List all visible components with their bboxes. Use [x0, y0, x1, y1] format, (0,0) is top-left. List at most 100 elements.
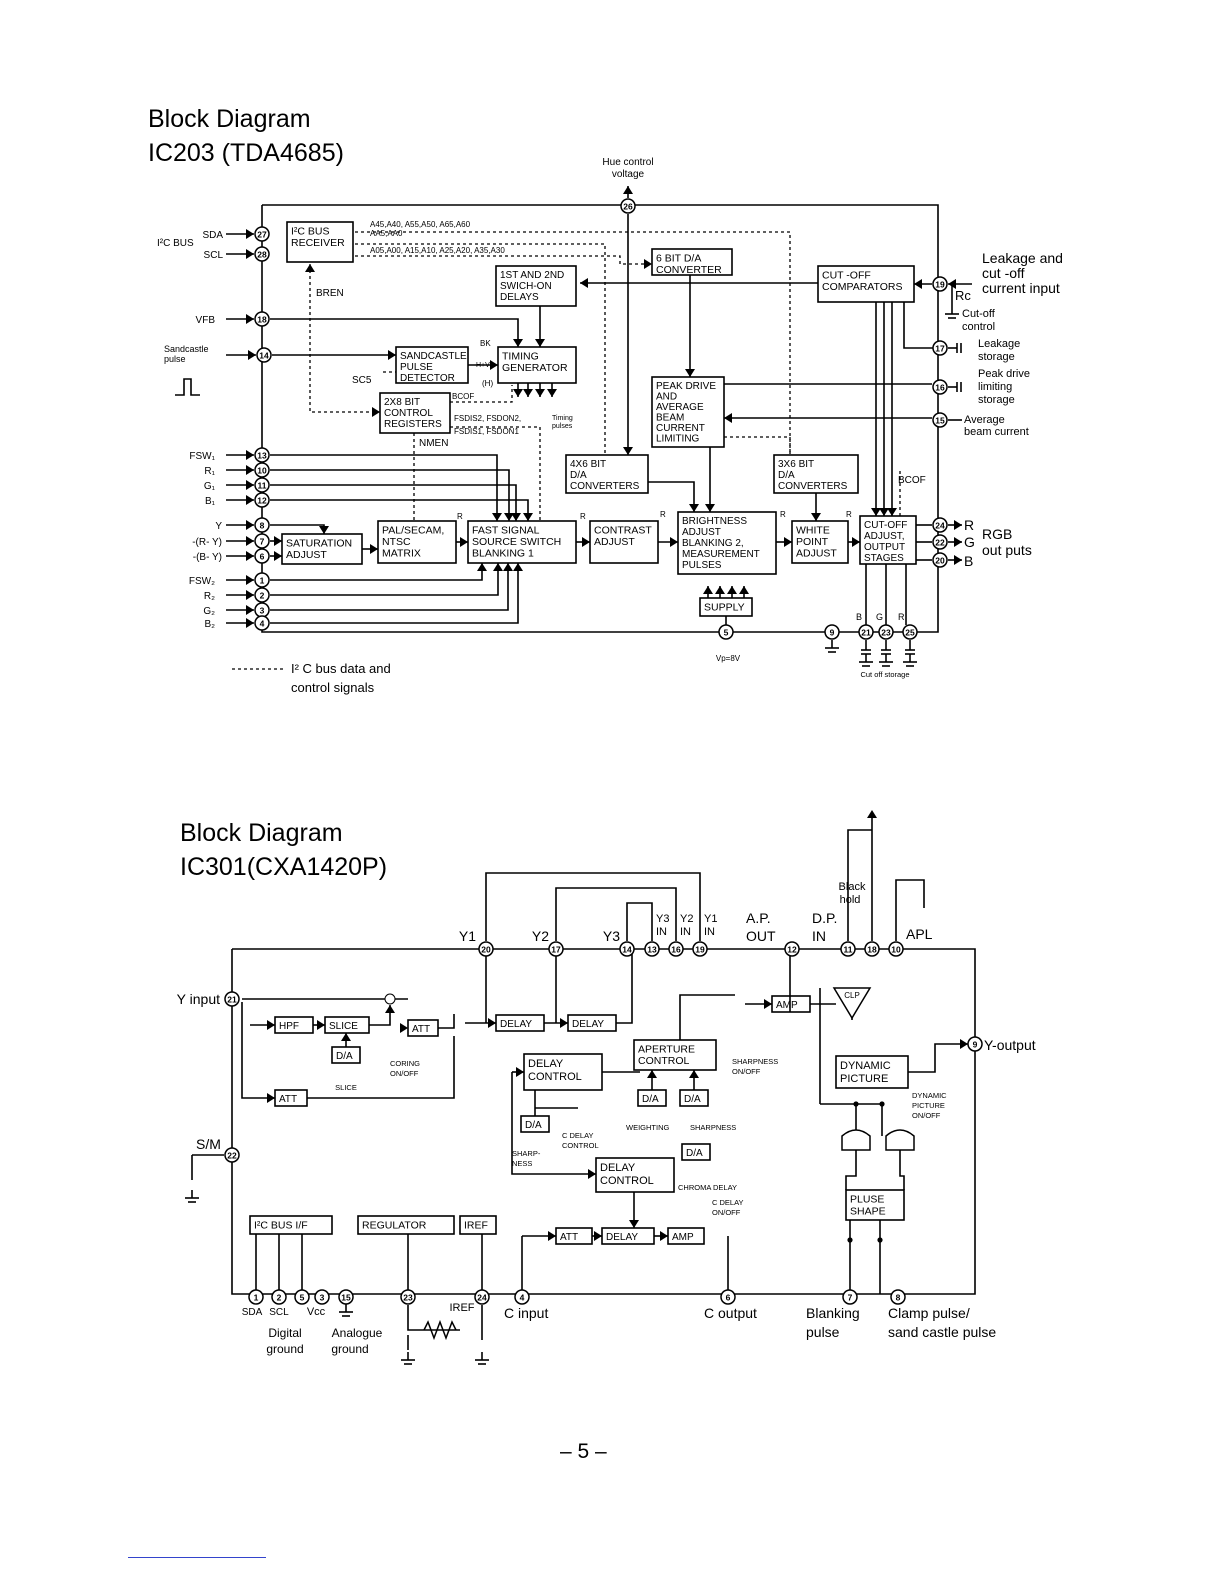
- delay1-block: [495, 1014, 545, 1032]
- sandcastle-detector-block-label: SANDCASTLE: [400, 351, 467, 362]
- dac-3x6-block-label: CONVERTERS: [778, 481, 848, 492]
- pin-label-12: B₁: [205, 496, 216, 507]
- pin2-24-number: 24: [477, 1293, 487, 1303]
- dp-in-label: IN: [812, 928, 826, 944]
- aperture-control-block-label: CONTROL: [638, 1055, 689, 1067]
- c-delay-onoff-label: ON/OFF: [712, 1208, 741, 1217]
- sandcastle-label: Sandcastle: [164, 344, 209, 354]
- bus-label: A05,A00, A15,A10, A25,A20, A35,A30: [370, 246, 505, 255]
- arrow: [727, 586, 737, 594]
- blanking-label: Blanking: [806, 1305, 860, 1321]
- wire: [270, 563, 519, 624]
- sharpness-onoff-label: ON/OFF: [732, 1067, 761, 1076]
- resistor: [423, 1319, 457, 1341]
- pin-24-number: 24: [935, 521, 945, 531]
- arrow: [547, 389, 557, 397]
- dynamic-picture-block: [835, 1055, 909, 1089]
- arrow: [867, 810, 877, 818]
- att2-block: [274, 1089, 308, 1107]
- arrow: [246, 536, 254, 546]
- iref-block-label: IREF: [464, 1220, 488, 1232]
- pin-label-6: -(B- Y): [193, 552, 222, 563]
- arrow: [535, 389, 545, 397]
- i2c-bus-wire: [355, 231, 791, 455]
- arrow: [513, 563, 523, 571]
- arrow: [341, 1033, 351, 1041]
- pin-11: [254, 477, 270, 493]
- bus-label: A45,A40, A55,A50, A65,A60: [370, 220, 471, 229]
- pin-7-number: 7: [260, 537, 265, 547]
- da1-block-label: D/A: [336, 1051, 353, 1062]
- i2c-bus-if-block-label: I²C BUS I/F: [254, 1220, 308, 1232]
- delay1-block-label: DELAY: [500, 1019, 532, 1030]
- att3-block: [555, 1227, 593, 1245]
- da2-block-label: D/A: [642, 1094, 659, 1105]
- leakage-label: cut -off: [982, 265, 1025, 281]
- slice-block-label: SLICE: [329, 1021, 358, 1032]
- pin2-3-number: 3: [320, 1293, 325, 1303]
- pin2-13-number: 13: [647, 945, 657, 955]
- pin2-21-number: 21: [227, 995, 237, 1005]
- pin-16: [932, 379, 948, 395]
- cutoff-storage-label: Cut off storage: [860, 670, 909, 679]
- leakage-label: Leakage and: [982, 250, 1063, 266]
- pin2-9-number: 9: [973, 1040, 978, 1050]
- pin-19: [932, 276, 948, 292]
- r-tag: R: [898, 612, 905, 622]
- pin2-18: [864, 941, 880, 957]
- slice-block: [324, 1016, 370, 1034]
- pin2-21: [224, 991, 240, 1007]
- dynamic-picture-block-label: DYNAMIC: [840, 1060, 891, 1072]
- dynamic-onoff-label: DYNAMIC: [912, 1091, 947, 1100]
- pin-26-number: 26: [623, 202, 633, 212]
- white-point-block-label: WHITE: [796, 525, 830, 537]
- arrow: [246, 575, 254, 585]
- summer: [384, 993, 396, 1005]
- arrow: [852, 537, 860, 547]
- delay3-block-label: DELAY: [606, 1232, 638, 1243]
- sandcastle-label: pulse: [164, 354, 186, 364]
- i2c-receiver-block-label: I²C BUS: [291, 226, 330, 238]
- pin2-19: [692, 941, 708, 957]
- r-tag: R: [660, 510, 666, 519]
- brightness-adjust-block-label: BRIGHTNESS: [682, 516, 747, 527]
- arrow: [372, 407, 380, 417]
- arrow: [267, 1020, 275, 1030]
- delay2-block: [567, 1014, 617, 1032]
- sc5-label: SC5: [352, 375, 372, 386]
- i2c-bus-wire: [355, 243, 606, 455]
- contrast-adjust-block-label: ADJUST: [594, 536, 635, 548]
- arrow: [580, 278, 588, 288]
- switch-on-delays-block-label: SWICH-ON: [500, 281, 552, 292]
- r-tag: R: [846, 510, 852, 519]
- pin2-23: [400, 1289, 416, 1305]
- pin-1-number: 1: [260, 576, 265, 586]
- pin-25-number: 25: [905, 628, 915, 638]
- pin-label-3: G₂: [203, 606, 215, 617]
- sandcastle-detector-block-label: PULSE: [400, 362, 433, 373]
- wire: [555, 887, 677, 941]
- arrow: [246, 590, 254, 600]
- arrow: [246, 618, 254, 628]
- arrow: [871, 508, 881, 516]
- black-hold-label: Black: [839, 881, 866, 893]
- arrow: [887, 508, 897, 516]
- pin-17: [932, 340, 948, 356]
- wire: [270, 318, 519, 347]
- arrow: [246, 551, 254, 561]
- y1in-label: Y1: [704, 913, 717, 925]
- timing-generator-block-label: GENERATOR: [502, 362, 568, 374]
- fsdis1-label: FSDIS1, FSDON1: [454, 427, 519, 436]
- c-delay-control-label: CONTROL: [562, 1141, 599, 1150]
- clp-label: CLP: [844, 991, 860, 1000]
- supply-block-label: SUPPLY: [704, 602, 745, 614]
- switch-on-delays-block: [495, 265, 577, 307]
- pin2-14-number: 14: [622, 945, 632, 955]
- amp2-block-label: AMP: [672, 1232, 694, 1243]
- wire: [270, 454, 498, 521]
- pin-22: [932, 534, 948, 550]
- y2in-label: IN: [680, 926, 691, 938]
- pin-13: [254, 447, 270, 463]
- pin-label-28: SCL: [204, 250, 224, 261]
- arrow: [385, 1005, 395, 1013]
